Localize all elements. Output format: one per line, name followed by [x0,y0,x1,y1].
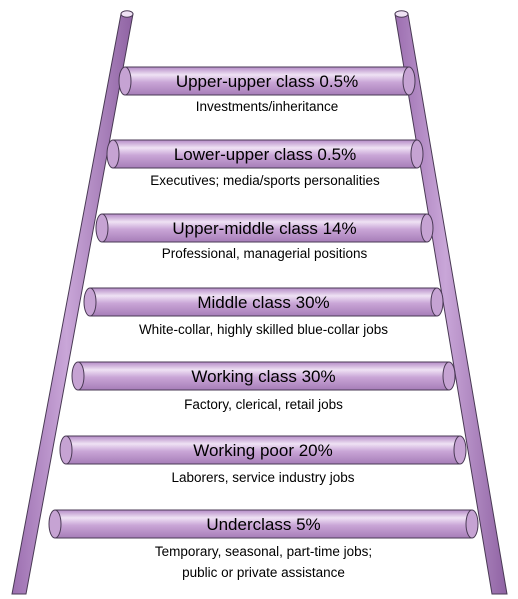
rung-3: Upper-middle class 14% Professional, mana… [95,213,434,261]
rung-end-cap [465,509,479,539]
rung-end-cap [430,287,444,317]
rung-label: Middle class 30% [197,293,329,312]
rung-end-cap [410,139,424,169]
rung-end-cap [71,361,85,391]
rung-5: Working class 30% Factory, clerical, reta… [71,361,456,412]
rung-end-cap [442,361,456,391]
rung-label: Lower-upper class 0.5% [174,145,356,164]
rung-description: Professional, managerial positions [162,246,368,261]
rung-description: Laborers, service industry jobs [171,470,354,485]
rung-description: Factory, clerical, retail jobs [184,397,343,412]
rung-2: Lower-upper class 0.5% Executives; media/… [106,139,424,188]
rung-end-cap [48,509,62,539]
rung-end-cap [95,213,109,243]
left-rail-top-cap [120,10,134,18]
rung-description: White-collar, highly skilled blue-collar… [139,322,388,337]
rung-6: Working poor 20% Laborers, service indust… [59,435,467,485]
left-rail [11,10,134,595]
rungs-layer: Upper-upper class 0.5% Investments/inheri… [48,66,479,580]
rung-description: Investments/inheritance [196,99,339,114]
rung-label: Upper-middle class 14% [172,219,356,238]
rung-end-cap [402,66,416,96]
rung-1: Upper-upper class 0.5% Investments/inheri… [118,66,416,114]
rung-end-cap [83,287,97,317]
rung-label: Underclass 5% [206,515,320,534]
rung-description: Temporary, seasonal, part-time jobs; [155,544,372,559]
rung-end-cap [118,66,132,96]
right-rail-top-cap [394,10,409,18]
rung-description: public or private assistance [182,565,345,580]
rung-4: Middle class 30% White-collar, highly ski… [83,287,444,337]
rung-label: Working poor 20% [193,441,333,460]
rung-end-cap [420,213,434,243]
rung-bar [54,509,473,539]
rung-label: Upper-upper class 0.5% [176,72,358,91]
rung-end-cap [453,435,467,465]
rung-end-cap [59,435,73,465]
rung-description: Executives; media/sports personalities [150,173,380,188]
rung-end-cap [106,139,120,169]
rung-7: Underclass 5% Temporary, seasonal, part-t… [48,509,479,580]
rung-label: Working class 30% [191,367,335,386]
